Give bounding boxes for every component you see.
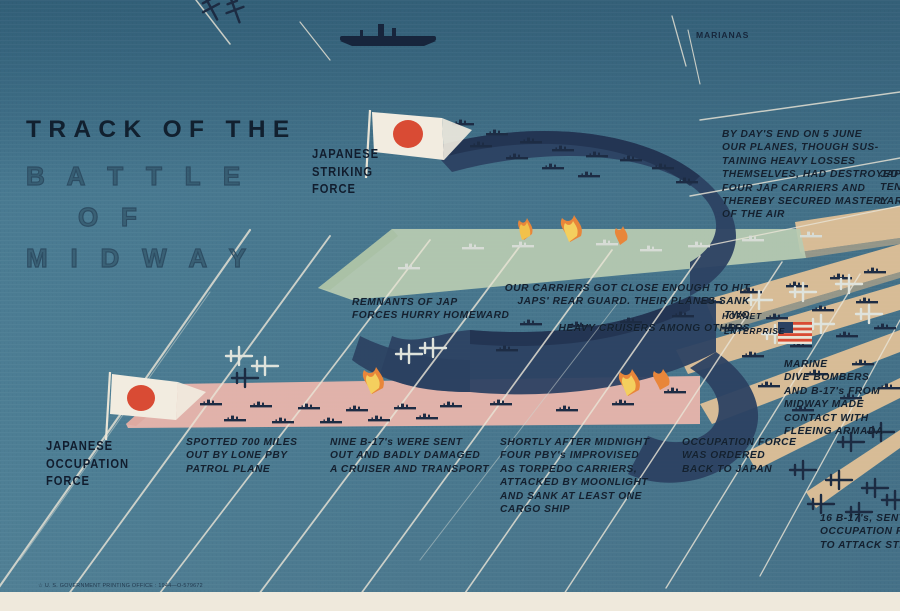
- label-japanese-striking-force: JAPANESE STRIKING FORCE: [312, 145, 424, 198]
- annotation-marine-dive-bombers: MARINE DIVE BOMBERS AND B-17's FROM MIDW…: [784, 358, 900, 438]
- marine-line-4: MIDWAY MADE: [784, 399, 864, 411]
- annotation-nine-b17: NINE B-17's WERE SENT OUT AND BADLY DAMA…: [330, 436, 520, 476]
- annotation-midnight: SHORTLY AFTER MIDNIGHT FOUR PBY's IMPROV…: [500, 436, 680, 516]
- sixteen-b17-line-3: TO ATTACK STR: [820, 539, 900, 551]
- midnight-line-2: FOUR PBY's IMPROVISED: [500, 450, 640, 462]
- remnants-line-1: REMNANTS OF JAP: [352, 297, 458, 308]
- annotation-right-clipped-top: JAP TEN LAR: [880, 168, 900, 208]
- occupation-line-3: FORCE: [46, 473, 90, 488]
- marine-line-6: FLEEING ARMADA: [784, 426, 884, 438]
- annotation-occupation-ordered: OCCUPATION FORCE WAS ORDERED BACK TO JAP…: [682, 436, 832, 476]
- spotted-line-2: OUT BY LONE PBY: [186, 450, 288, 462]
- spotted-line-1: SPOTTED 700 MILES: [186, 437, 298, 448]
- right-clip-line-2: TEN: [880, 182, 900, 194]
- days-end-line-1: BY DAY'S END ON 5 JUNE: [722, 129, 863, 140]
- annotation-days-end: BY DAY'S END ON 5 JUNE OUR PLANES, THOUG…: [722, 128, 900, 222]
- annotation-remnants: REMNANTS OF JAP FORCES HURRY HOMEWARD: [352, 296, 542, 323]
- title-line-track: TRACK OF THE: [26, 116, 297, 143]
- days-end-line-5: FOUR JAP CARRIERS AND: [722, 182, 866, 194]
- poster-title: TRACK OF THE B A T T L E O F M I D W A Y: [25, 116, 297, 273]
- bottom-paper-margin: [0, 592, 900, 611]
- striking-line-2: STRIKING: [312, 163, 374, 179]
- printing-office-credit: ☆ U. S. GOVERNMENT PRINTING OFFICE : 194…: [38, 583, 203, 589]
- title-line-midway: M I D W A Y: [25, 242, 254, 273]
- our-carriers-line-2: JAPS' REAR GUARD. THEIR PLANES SANK TWO: [517, 296, 750, 321]
- sixteen-b17-line-1: 16 B-17's, SENT: [820, 513, 900, 524]
- japanese-flag-striking: [364, 109, 472, 179]
- our-carriers-line-3: HEAVY CRUISERS AMONG OTHERS: [558, 323, 750, 335]
- nine-b17-line-2: OUT AND BADLY DAMAGED: [330, 450, 481, 462]
- right-clip-line-3: LAR: [880, 195, 900, 207]
- striking-line-3: FORCE: [312, 181, 356, 196]
- days-end-line-3: TAINING HEAVY LOSSES: [722, 155, 856, 167]
- title-line-battle: B A T T L E: [25, 160, 249, 191]
- japanese-flag-occupation: [104, 371, 206, 441]
- days-end-line-7: OF THE AIR: [722, 209, 785, 221]
- label-marianas: MARIANAS: [696, 30, 750, 40]
- midnight-line-3: AS TORPEDO CARRIERS,: [500, 463, 638, 475]
- days-end-line-4: THEMSELVES, HAD DESTROYED: [722, 169, 899, 181]
- occ-ordered-line-3: BACK TO JAPAN: [682, 463, 773, 475]
- annotation-our-carriers: OUR CARRIERS GOT CLOSE ENOUGH TO HIT JAP…: [490, 282, 750, 336]
- our-carriers-line-1: OUR CARRIERS GOT CLOSE ENOUGH TO HIT: [504, 283, 750, 294]
- label-hornet: HORNET: [722, 311, 762, 321]
- midnight-line-5: AND SANK AT LEAST ONE: [500, 490, 642, 502]
- midnight-line-4: ATTACKED BY MOONLIGHT: [500, 477, 649, 489]
- nine-b17-line-3: A CRUISER AND TRANSPORT: [330, 463, 490, 475]
- midnight-line-6: CARGO SHIP: [500, 504, 571, 516]
- remnants-line-2: FORCES HURRY HOMEWARD: [352, 310, 510, 322]
- marine-line-2: DIVE BOMBERS: [784, 372, 870, 384]
- marine-line-1: MARINE: [784, 359, 828, 370]
- nine-b17-line-1: NINE B-17's WERE SENT: [330, 437, 463, 448]
- midnight-line-1: SHORTLY AFTER MIDNIGHT: [500, 437, 650, 448]
- spotted-line-3: PATROL PLANE: [186, 463, 271, 475]
- right-clip-line-1: JAP: [880, 169, 900, 180]
- label-enterprise: ENTERPRISE: [724, 326, 786, 336]
- annotation-spotted: SPOTTED 700 MILES OUT BY LONE PBY PATROL…: [186, 436, 356, 476]
- marine-line-5: CONTACT WITH: [784, 412, 869, 424]
- days-end-line-6: THEREBY SECURED MASTERY: [722, 196, 889, 208]
- label-japanese-occupation-force: JAPANESE OCCUPATION FORCE: [46, 437, 175, 490]
- sixteen-b17-line-2: OCCUPATION FO: [820, 526, 900, 538]
- title-line-of: O F: [77, 201, 145, 232]
- marine-line-3: AND B-17's FROM: [784, 385, 881, 397]
- occupation-line-2: OCCUPATION: [46, 455, 130, 471]
- striking-line-1: JAPANESE: [312, 146, 380, 161]
- occ-ordered-line-2: WAS ORDERED: [682, 450, 766, 462]
- occ-ordered-line-1: OCCUPATION FORCE: [682, 437, 797, 448]
- annotation-sixteen-b17: 16 B-17's, SENT OCCUPATION FO TO ATTACK …: [820, 512, 900, 552]
- days-end-line-2: OUR PLANES, THOUGH SUS-: [722, 142, 879, 154]
- united-states-flag: [778, 322, 812, 344]
- occupation-line-1: JAPANESE: [46, 438, 114, 453]
